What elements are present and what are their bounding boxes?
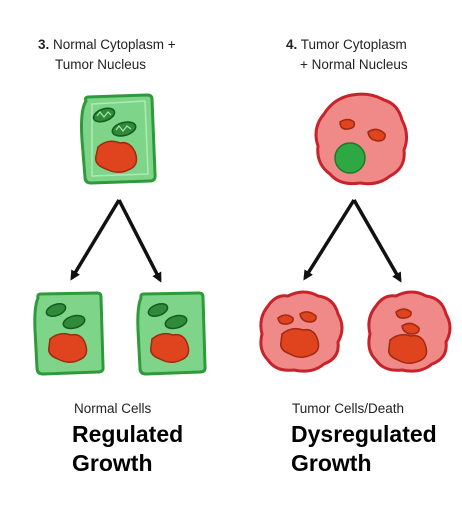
left-panel-title-line2: Tumor Nucleus bbox=[55, 57, 147, 72]
right-panel-title-line2: + Normal Nucleus bbox=[300, 57, 408, 72]
right-caption: Tumor Cells/Death bbox=[292, 401, 405, 416]
normal-cell-tumor-nucleus bbox=[80, 93, 157, 185]
right-arrows bbox=[303, 199, 402, 283]
left-outcome-line1: Regulated bbox=[72, 421, 184, 447]
left-panel-number: 3. bbox=[38, 37, 50, 52]
normal-nucleus bbox=[334, 142, 366, 174]
right-outcome-line1: Dysregulated bbox=[291, 421, 437, 447]
left-panel-title: 3. Normal Cytoplasm + Tumor Nucleus bbox=[38, 35, 176, 75]
organelle-icon bbox=[92, 107, 116, 123]
tumor-cell-normal-nucleus bbox=[314, 92, 409, 186]
left-arrows bbox=[70, 199, 162, 283]
left-caption: Normal Cells bbox=[74, 401, 152, 416]
left-outcome: Regulated Growth bbox=[72, 420, 183, 478]
normal-daughter-cell bbox=[33, 291, 105, 376]
right-outcome: Dysregulated Growth bbox=[291, 420, 437, 478]
organelle-icon bbox=[111, 121, 137, 137]
tumor-daughter-cell bbox=[259, 290, 344, 373]
left-panel-title-line1: Normal Cytoplasm + bbox=[53, 37, 176, 52]
tumor-daughter-cell bbox=[367, 290, 452, 373]
right-outcome-line2: Growth bbox=[291, 450, 372, 476]
right-panel-number: 4. bbox=[286, 37, 298, 52]
normal-daughter-cell bbox=[136, 291, 207, 376]
left-outcome-line2: Growth bbox=[72, 450, 153, 476]
tumor-nucleus bbox=[94, 140, 138, 173]
right-panel-title: 4. Tumor Cytoplasm + Normal Nucleus bbox=[286, 35, 408, 75]
right-panel-title-line1: Tumor Cytoplasm bbox=[300, 37, 407, 52]
